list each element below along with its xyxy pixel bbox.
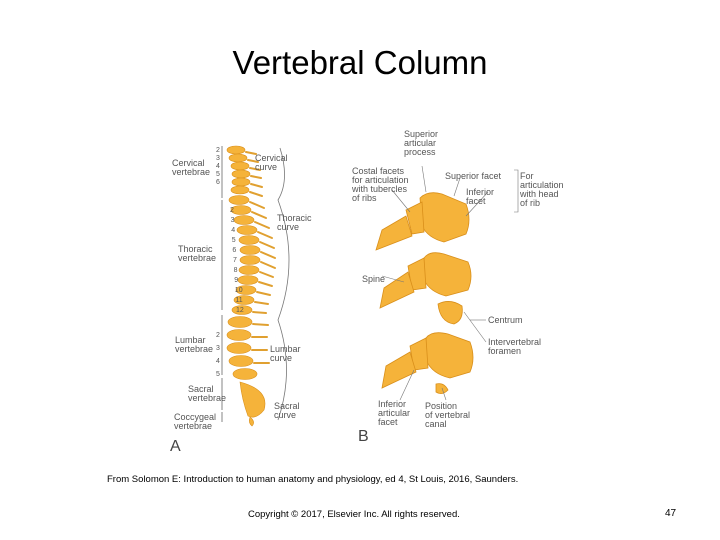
thoracic-vertebra-number: 7	[233, 256, 237, 265]
vertebra-body-bottom	[426, 333, 473, 378]
lumbar-vertebra-number: 4	[216, 357, 220, 366]
label-sacral-curve: Sacral curve	[274, 402, 300, 420]
label-thoracic-curve: Thoracic curve	[277, 214, 312, 232]
thoracic-vertebra-number: 5	[232, 236, 236, 245]
label-lumbar-vertebrae: Lumbar vertebrae	[175, 336, 213, 354]
label-intervertebral-foramen: Intervertebral foramen	[488, 338, 541, 356]
thoracic-vertebra-number: 9	[234, 276, 238, 285]
label-inferior-articular-facet: Inferior articular facet	[378, 400, 410, 427]
figure-caption: From Solomon E: Introduction to human an…	[107, 474, 518, 485]
lumbar-vertebra-number: 2	[216, 331, 220, 340]
label-coccygeal-vertebrae: Coccygeal vertebrae	[174, 413, 216, 431]
thoracic-vertebra-number: 2	[230, 206, 234, 215]
thoracic-vertebra-number: 12	[236, 306, 244, 315]
thoracic-vertebra-number: 10	[235, 286, 243, 295]
vertebra-body-top	[420, 193, 469, 242]
lumbar-vertebra-number: 3	[216, 344, 220, 353]
spinous-process-top	[376, 216, 412, 250]
spinal-column	[227, 146, 265, 426]
thoracic-vertebra-number: 3	[231, 216, 235, 225]
label-panel-a: A	[170, 442, 181, 451]
spinous-process-middle	[380, 272, 414, 308]
slide-title: Vertebral Column	[0, 44, 720, 82]
intervertebral-disc	[438, 301, 462, 324]
thoracic-vertebra-number: 4	[231, 226, 235, 235]
label-inferior-facet: Inferior facet	[466, 188, 494, 206]
label-cervical-vertebrae: Cervical vertebrae	[172, 159, 210, 177]
page-number: 47	[665, 508, 676, 519]
vertebra-stack	[376, 193, 473, 394]
label-sacral-vertebrae: Sacral vertebrae	[188, 385, 226, 403]
spinous-process-bottom	[382, 352, 416, 388]
label-thoracic-vertebrae: Thoracic vertebrae	[178, 245, 216, 263]
lumbar-vertebra-number: 5	[216, 370, 220, 379]
vertebra-body-middle	[424, 253, 471, 296]
copyright-footer: Copyright © 2017, Elsevier Inc. All righ…	[248, 509, 460, 520]
thoracic-vertebra-number: 11	[235, 296, 242, 305]
label-superior-articular-process: Superior articular process	[404, 130, 438, 157]
vertebral-column-figure: Cervical vertebrae Cervical curve Thorac…	[160, 120, 580, 460]
panel-a-brackets	[222, 146, 289, 422]
label-cervical-curve: Cervical curve	[255, 154, 288, 172]
label-superior-facet: Superior facet	[445, 172, 501, 181]
label-for-articulation: For articulation with head of rib	[520, 172, 564, 208]
curve-line	[278, 148, 289, 420]
label-position-of-vertebral-canal: Position of vertebral canal	[425, 402, 470, 429]
thoracic-vertebra-number: 6	[232, 246, 236, 255]
label-lumbar-curve: Lumbar curve	[270, 345, 301, 363]
thoracic-vertebra-number: 8	[234, 266, 238, 275]
cervical-vertebra-number: 6	[216, 178, 220, 187]
label-centrum: Centrum	[488, 316, 523, 325]
label-spine: Spine	[362, 275, 385, 284]
label-costal-facets: Costal facets for articulation with tube…	[352, 167, 409, 203]
label-panel-b: B	[358, 432, 369, 441]
